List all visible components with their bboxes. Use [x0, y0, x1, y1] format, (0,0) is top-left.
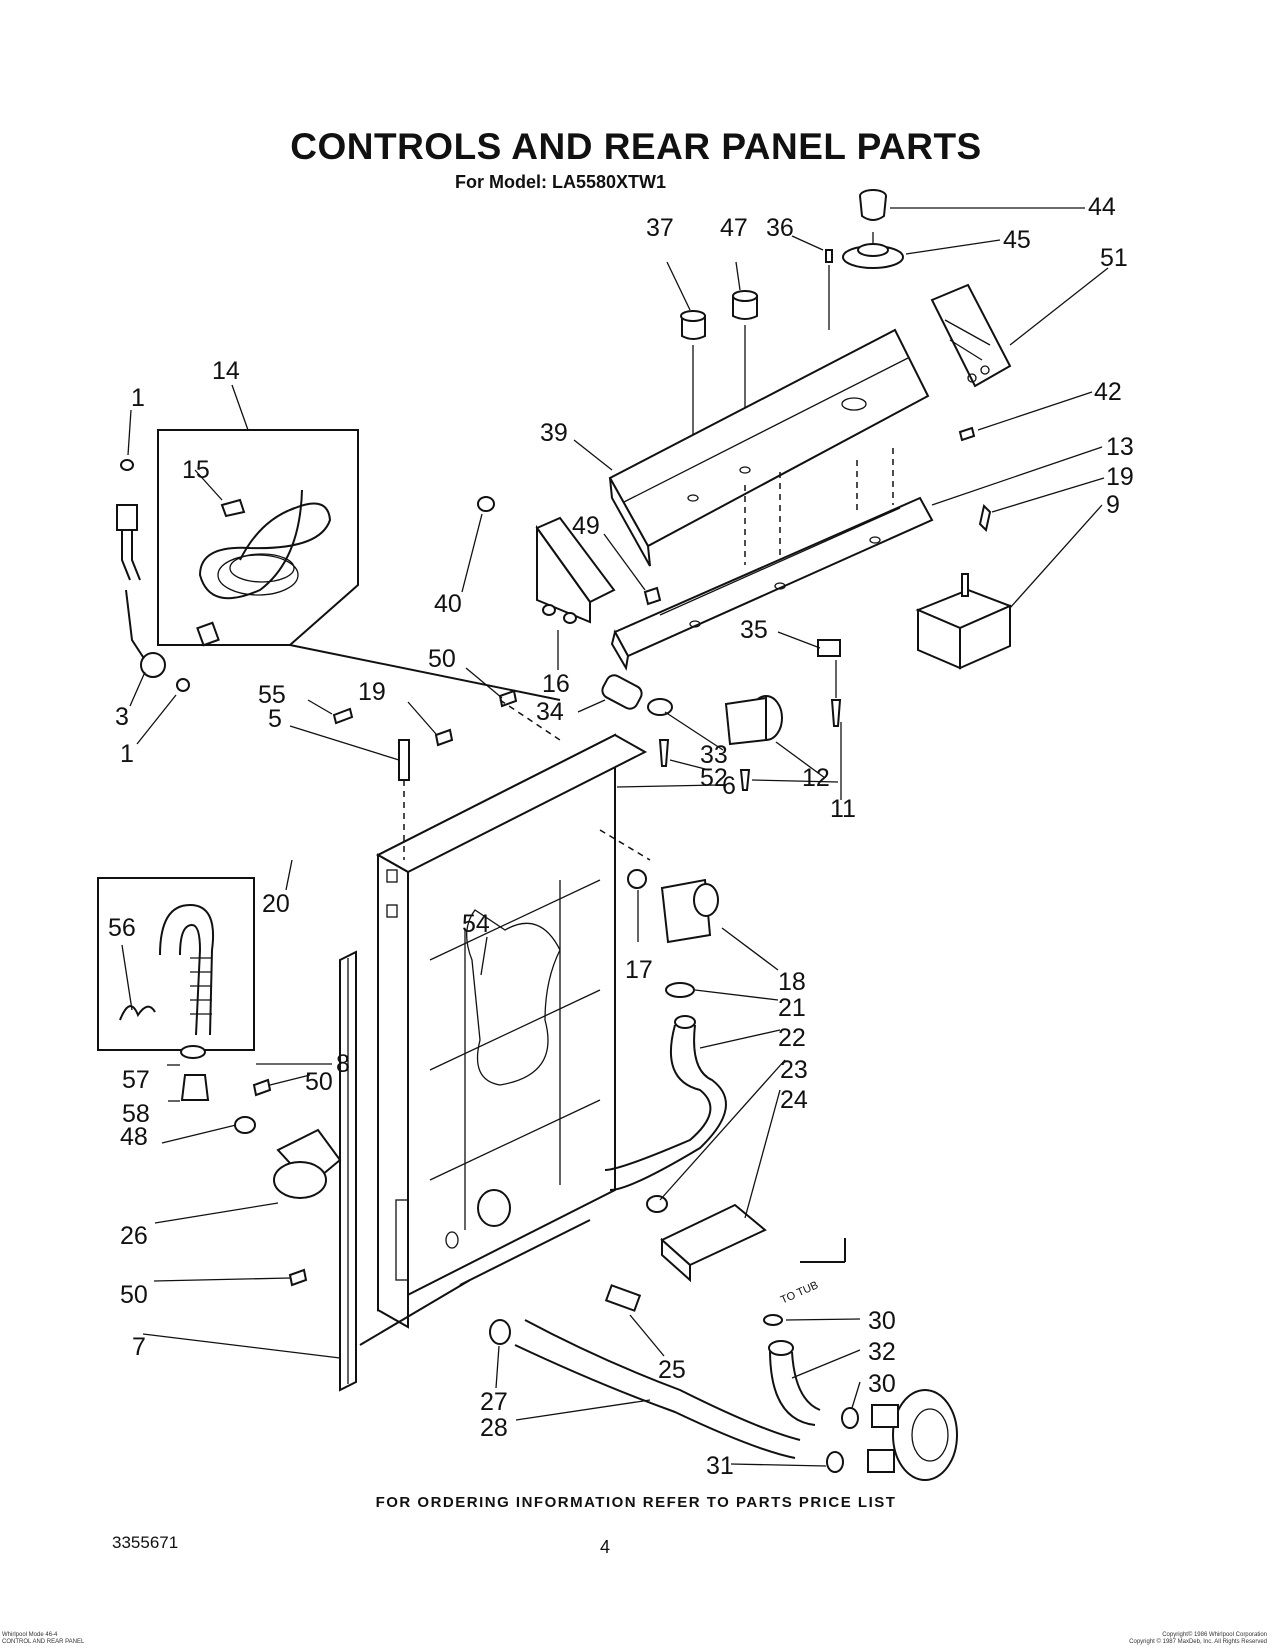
- callout-49: 49: [572, 512, 600, 540]
- callout-16: 16: [542, 670, 570, 698]
- callout-24: 24: [780, 1086, 808, 1114]
- callout-3: 3: [115, 703, 129, 731]
- knob-44-illustration: [842, 189, 904, 269]
- knobs-37-47-illustration: [680, 249, 833, 480]
- callout-31: 31: [706, 1452, 734, 1480]
- callout-28: 28: [480, 1414, 508, 1442]
- callout-21: 21: [778, 994, 806, 1022]
- callout-5: 5: [268, 705, 282, 733]
- fill-hose-22-illustration: [604, 1015, 727, 1213]
- model-subtitle: For Model: LA5580XTW1: [455, 172, 667, 192]
- hose-3-illustration: [116, 459, 190, 692]
- diagram-title: CONTROLS AND REAR PANEL PARTS: [290, 126, 982, 167]
- fine-print-right: Copyright© 1986 Whirlpool Corporation Co…: [1005, 1632, 1267, 1646]
- callout-15: 15: [182, 456, 210, 484]
- callout-12: 12: [802, 764, 830, 792]
- callout-39: 39: [540, 419, 568, 447]
- callout-37: 37: [646, 214, 674, 242]
- page-number: 4: [600, 1537, 611, 1557]
- callout-13: 13: [1106, 433, 1134, 461]
- callout-34: 34: [536, 698, 564, 726]
- panel-rail-13-illustration: [610, 448, 934, 671]
- callout-23: 23: [780, 1056, 808, 1084]
- callout-25: 25: [658, 1356, 686, 1384]
- callout-50-bottom: 50: [120, 1281, 148, 1309]
- callout-7: 7: [132, 1333, 146, 1361]
- callout-54: 54: [462, 910, 490, 938]
- callout-1-bottom: 1: [120, 740, 134, 768]
- callout-42: 42: [1094, 378, 1122, 406]
- bracket-16-illustration: [477, 496, 662, 624]
- callout-30-bottom: 30: [868, 1370, 896, 1398]
- callout-30-top: 30: [868, 1307, 896, 1335]
- callout-35: 35: [740, 616, 768, 644]
- callout-45: 45: [1003, 226, 1031, 254]
- switch-12-illustration: [601, 674, 783, 791]
- callout-32: 32: [868, 1338, 896, 1366]
- callout-33: 33: [700, 741, 728, 769]
- callout-9: 9: [1106, 491, 1120, 519]
- screw-42-illustration: [958, 426, 976, 442]
- callout-1-top: 1: [131, 384, 145, 412]
- fine-print-right-line-2: Copyright © 1987 MaxDeb, Inc. All Rights…: [1129, 1639, 1267, 1645]
- callout-50-top: 50: [428, 645, 456, 673]
- callout-51: 51: [1100, 244, 1128, 272]
- console-39-illustration: [608, 328, 930, 567]
- callout-19-mid: 19: [358, 678, 386, 706]
- cord-kit-14-illustration: [157, 429, 561, 701]
- to-tub-label: TO TUB: [779, 1279, 820, 1306]
- rear-panel-6-illustration: [359, 733, 648, 1346]
- callout-55: 55: [258, 681, 286, 709]
- callout-11: 11: [830, 795, 856, 823]
- callout-14: 14: [212, 357, 240, 385]
- fine-print-right-line-1: Copyright© 1986 Whirlpool Corporation: [1162, 1632, 1267, 1638]
- fine-print-left-line-2: CONTROL AND REAR PANEL: [2, 1639, 85, 1645]
- pump-26-illustration: [234, 1078, 342, 1287]
- fine-print-left: Whirlpool Mode 46-4 CONTROL AND REAR PAN…: [2, 1632, 84, 1646]
- callout-36: 36: [766, 214, 794, 242]
- part-illustrations: [97, 189, 1013, 1481]
- callout-52: 52: [700, 764, 728, 792]
- callout-17: 17: [625, 956, 653, 984]
- callout-19-right: 19: [1106, 463, 1134, 491]
- timer-9-illustration: [915, 573, 1013, 670]
- side-trim-7-illustration: [339, 950, 357, 1392]
- ordering-footer-note: FOR ORDERING INFORMATION REFER TO PARTS …: [375, 1494, 897, 1511]
- bracket-51-illustration: [930, 283, 1012, 388]
- callout-22: 22: [778, 1024, 806, 1052]
- callout-58: 58: [122, 1100, 150, 1128]
- callout-27: 27: [480, 1388, 508, 1416]
- fine-print-left-line-1: Whirlpool Mode 46-4: [2, 1632, 58, 1638]
- callout-44: 44: [1088, 193, 1116, 221]
- callout-8: 8: [336, 1050, 350, 1078]
- switch-35-illustration: [817, 639, 842, 727]
- callout-47: 47: [720, 214, 748, 242]
- drain-hose-kit-8-illustration: [97, 877, 255, 1101]
- bracket-24-illustration: [660, 1203, 846, 1283]
- callout-56: 56: [108, 914, 136, 942]
- callout-6: 6: [722, 772, 736, 800]
- drain-hose-28-illustration: [489, 1284, 958, 1481]
- callout-18: 18: [778, 968, 806, 996]
- callout-26: 26: [120, 1222, 148, 1250]
- callout-50-mid: 50: [305, 1068, 333, 1096]
- callout-numbers: 44 45 51 37 47 36 14 1 15 42 39 13 19 9 …: [108, 193, 1134, 1480]
- callout-48: 48: [120, 1123, 148, 1151]
- valve-18-illustration: [599, 829, 719, 998]
- callout-57: 57: [122, 1066, 150, 1094]
- document-number: 3355671: [112, 1533, 179, 1552]
- leader-lines: [121, 207, 1109, 1467]
- screw-19-illustration: [978, 504, 992, 532]
- callout-40: 40: [434, 590, 462, 618]
- callout-20: 20: [262, 890, 290, 918]
